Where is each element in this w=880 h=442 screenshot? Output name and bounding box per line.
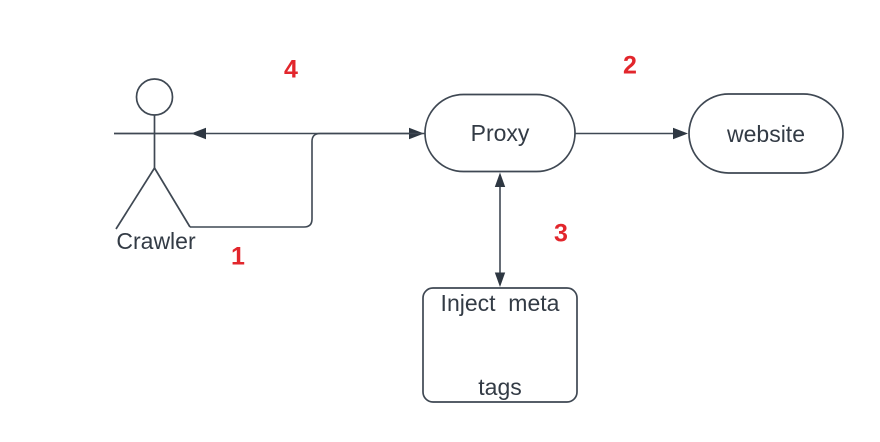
crawler-label: Crawler [116,228,196,254]
inject-meta-tags-node [422,287,578,403]
crawler-actor-icon [114,78,194,230]
actor-head [135,78,174,116]
inject-meta-tags-label-line1: Inject meta [440,290,560,316]
step-3-label: 3 [554,219,568,248]
actor-leg-right [153,167,191,228]
step-4-label: 4 [284,55,298,84]
actor-leg-left [115,167,156,230]
arrowhead-down-into-inject-icon [494,272,506,287]
edge-crawler-to-proxy [190,132,411,228]
arrowhead-at-crawler-icon [191,127,206,140]
proxy-label: Proxy [470,120,530,146]
website-label: website [727,121,805,147]
arrowhead-into-website-icon [673,127,688,140]
arrowhead-up-into-proxy-icon [494,172,506,187]
step-2-label: 2 [623,51,637,80]
inject-meta-tags-label: Inject meta tags [441,233,560,442]
inject-meta-tags-label-line2: tags [478,374,522,400]
step-1-label: 1 [231,242,245,271]
proxy-node [424,93,576,173]
website-node [688,93,844,174]
